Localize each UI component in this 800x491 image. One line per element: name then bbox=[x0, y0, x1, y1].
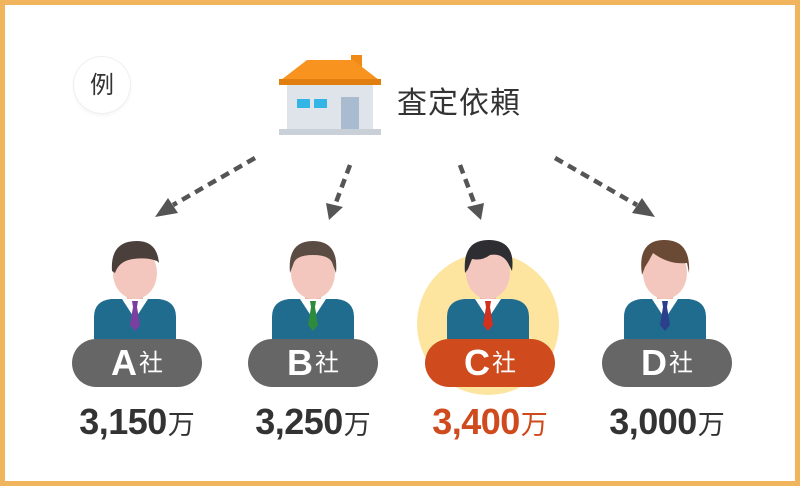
company-a-letter: A bbox=[111, 342, 137, 383]
company-d-tag: D社 bbox=[602, 339, 732, 387]
company-c-price: 3,400万 bbox=[395, 401, 585, 443]
house-icon bbox=[279, 55, 381, 135]
arrowhead-d bbox=[632, 198, 655, 217]
company-b-letter: B bbox=[287, 342, 313, 383]
tie-c bbox=[483, 301, 493, 331]
company-b-price: 3,250万 bbox=[218, 401, 408, 443]
tie-a bbox=[130, 301, 140, 331]
company-d-suffix: 社 bbox=[669, 349, 693, 377]
company-c-suffix: 社 bbox=[492, 349, 516, 377]
company-d-letter: D bbox=[641, 342, 667, 383]
tie-b bbox=[308, 301, 318, 331]
dashed-arrows bbox=[155, 156, 655, 220]
arrow-to-c bbox=[457, 164, 478, 206]
company-a-suffix: 社 bbox=[139, 349, 163, 377]
arrow-to-b bbox=[332, 164, 353, 206]
company-c-letter: C bbox=[464, 342, 490, 383]
person-d-icon bbox=[624, 239, 706, 339]
company-b-unit: 万 bbox=[343, 410, 371, 441]
company-c-unit: 万 bbox=[520, 410, 548, 441]
person-c-icon bbox=[447, 239, 529, 339]
arrowhead-a bbox=[155, 198, 178, 217]
company-a-tag: A社 bbox=[72, 339, 202, 387]
tie-d bbox=[660, 301, 670, 331]
arrowhead-c bbox=[467, 203, 484, 220]
arrowhead-b bbox=[326, 203, 343, 220]
company-c-tag: C社 bbox=[425, 339, 555, 387]
company-a-amount: 3,150 bbox=[79, 401, 167, 442]
company-a-unit: 万 bbox=[167, 410, 195, 441]
company-d-unit: 万 bbox=[697, 410, 725, 441]
company-d-amount: 3,000 bbox=[609, 401, 697, 442]
company-a-price: 3,150万 bbox=[42, 401, 232, 443]
arrow-to-a bbox=[171, 156, 257, 207]
example-badge: 例 bbox=[74, 57, 130, 113]
person-a-icon bbox=[94, 241, 176, 339]
company-b-tag: B社 bbox=[248, 339, 378, 387]
person-b-icon bbox=[272, 241, 354, 339]
arrow-to-d bbox=[553, 156, 639, 207]
company-b-suffix: 社 bbox=[315, 349, 339, 377]
company-b-amount: 3,250 bbox=[255, 401, 343, 442]
company-c-amount: 3,400 bbox=[432, 401, 520, 442]
appraisal-request-label: 査定依頼 bbox=[397, 86, 521, 121]
company-d-price: 3,000万 bbox=[572, 401, 762, 443]
